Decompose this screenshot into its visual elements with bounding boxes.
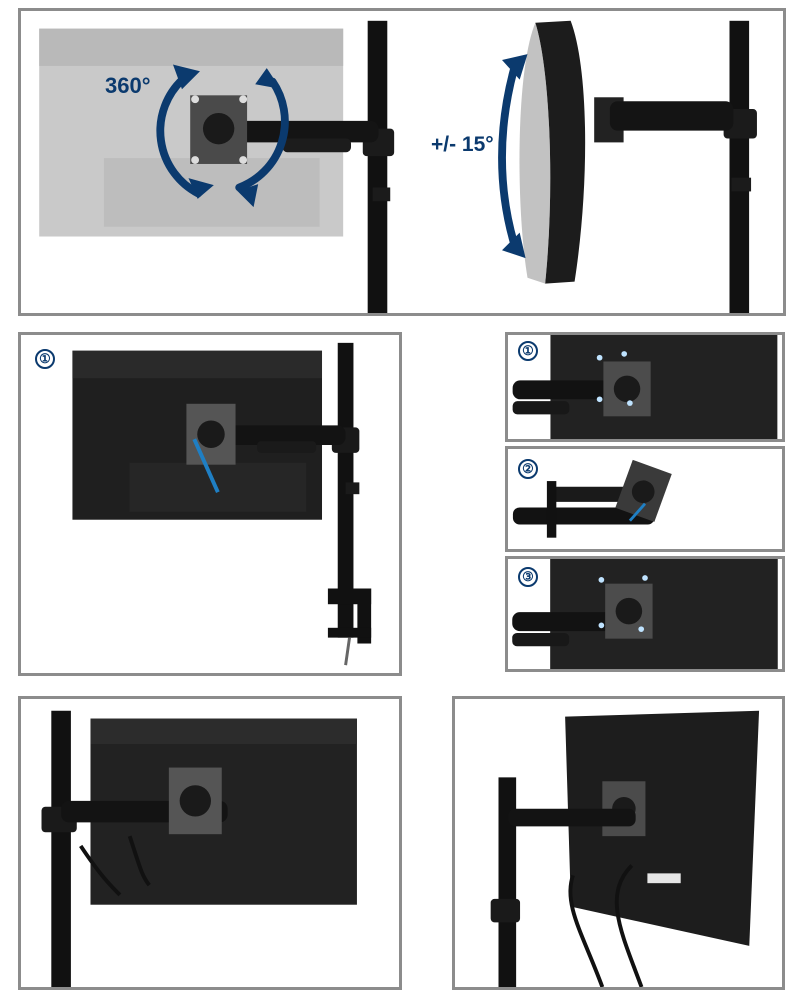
desk-clamp xyxy=(327,588,372,666)
step-2-panel: ② xyxy=(505,446,785,552)
mount-arm-right xyxy=(609,101,734,131)
rotation-tilt-panel: 360° +/- 15° xyxy=(18,8,786,316)
pole-left xyxy=(367,20,388,313)
mount-arm xyxy=(208,425,346,446)
step-number-icon: ① xyxy=(518,341,538,361)
step-1-panel: ① xyxy=(505,332,785,442)
pole-right xyxy=(729,20,750,313)
step-number-icon: ② xyxy=(518,459,538,479)
vesa-plate xyxy=(186,403,236,465)
vesa-plate-left xyxy=(190,95,248,164)
tilted-monitor xyxy=(519,20,624,284)
step-3-panel: ③ xyxy=(505,556,785,672)
installation-panel: ① xyxy=(18,332,402,676)
installation-illustration xyxy=(72,342,372,666)
step-2-illustration xyxy=(512,459,672,538)
tilt-arrow-icon xyxy=(498,54,528,259)
step-3-illustration xyxy=(512,559,778,669)
rotation-label: 360° xyxy=(105,73,151,98)
step-1-illustration xyxy=(512,335,778,439)
rotate-arrow-icon xyxy=(156,64,289,208)
tilt-label: +/- 15° xyxy=(431,133,494,156)
hex-key xyxy=(192,438,220,494)
rear-view-left-illustration xyxy=(41,710,357,987)
rear-view-right-panel xyxy=(452,696,785,990)
rear-view-right-illustration xyxy=(490,710,760,987)
rotation-tilt-illustration xyxy=(39,20,757,313)
rear-view-left-panel xyxy=(18,696,402,990)
step-number-icon: ③ xyxy=(518,567,538,587)
step-number-icon: ① xyxy=(35,349,55,369)
